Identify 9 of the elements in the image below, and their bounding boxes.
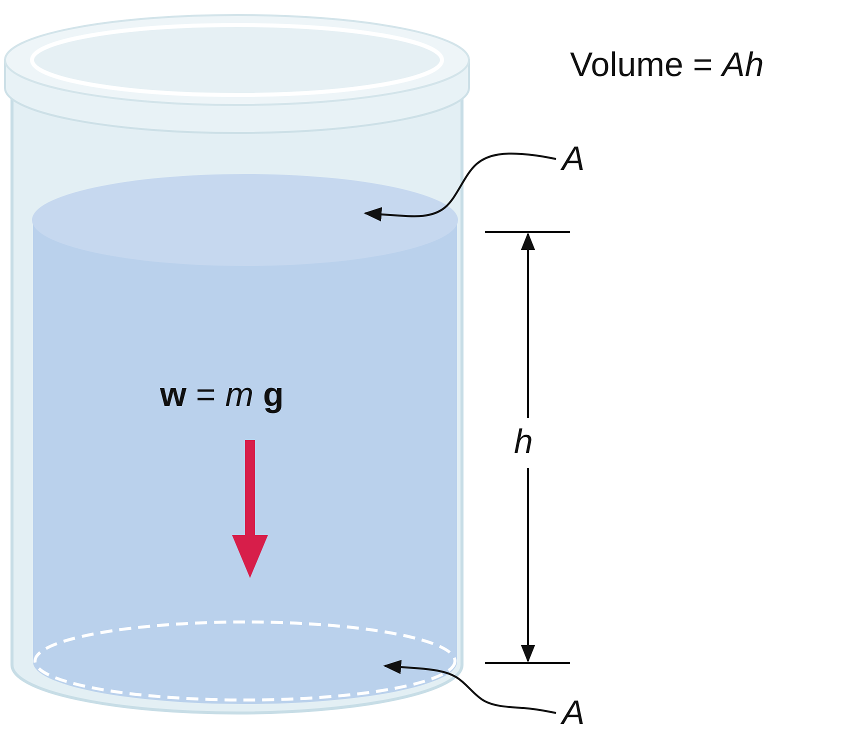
leader-line xyxy=(364,152,556,222)
area-label: A xyxy=(562,696,585,730)
weight-formula: w = m g xyxy=(160,378,284,412)
area-label: A xyxy=(562,142,585,176)
leader-line xyxy=(383,660,556,714)
water-surface xyxy=(30,172,460,268)
height-label: h xyxy=(514,425,533,459)
volume-formula: Volume = Ah xyxy=(570,48,764,82)
dashed-ellipse xyxy=(33,620,457,702)
